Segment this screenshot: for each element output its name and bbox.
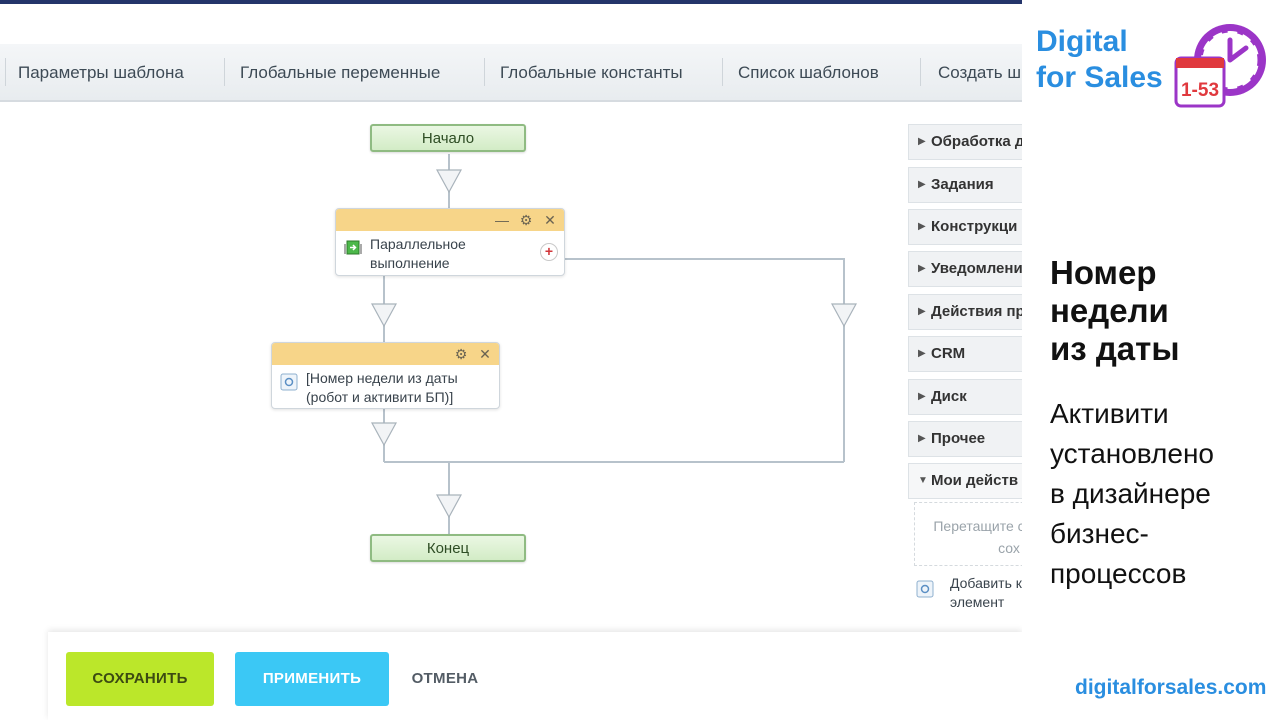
flow-connectors [370,154,858,534]
palette-group-constructions[interactable]: ▶Конструкци [908,209,1022,245]
palette-group-notifications[interactable]: ▶Уведомлени [908,251,1022,287]
parallel-icon [344,240,362,255]
promo-title: Номер недели из даты [1050,254,1180,367]
tab-template-list[interactable]: Список шаблонов [738,63,879,82]
block-header: ⚙ ✕ [272,343,499,365]
calendar-clock-logo-icon: 1-53 [1174,24,1266,108]
website-link[interactable]: digitalforsales.com [1075,676,1267,699]
caret-right-icon: ▶ [918,221,926,232]
caret-right-icon: ▶ [918,306,926,317]
palette-group-disk[interactable]: ▶Диск [908,379,1022,415]
tab-separator [224,58,225,86]
close-icon[interactable]: ✕ [544,212,556,228]
tab-global-variables[interactable]: Глобальные переменные [240,63,441,82]
block-header: — ⚙ ✕ [336,209,564,231]
designer-canvas[interactable]: Начало — ⚙ ✕ Параллельное выполнение + ⚙ [0,102,906,632]
arrow-down-icon [830,303,858,328]
tab-separator [722,58,723,86]
block-title-line: [Номер недели из даты [306,370,458,386]
block-title-line: выполнение [370,255,450,271]
tab-global-constants[interactable]: Глобальные константы [500,63,683,82]
promo-description: Активити установлено в дизайнере бизнес-… [1050,398,1214,589]
promo-panel: Digital for Sales 1-53 Номер недели из д… [1022,0,1280,720]
caret-right-icon: ▶ [918,348,926,359]
activity-palette: ▶Обработка д ▶Задания ▶Конструкци ▶Уведо… [908,122,1022,632]
gear-icon[interactable]: ⚙ [454,346,468,362]
arrow-down-icon [435,169,463,194]
week-number-activity-block[interactable]: ⚙ ✕ [Номер недели из даты (робот и актив… [271,342,500,409]
apply-button[interactable]: ПРИМЕНИТЬ [235,652,389,706]
add-element-label: Добавить к [950,575,1022,591]
block-title-line: Параллельное [370,236,466,252]
svg-text:1-53: 1-53 [1181,80,1219,101]
caret-down-icon: ▼ [918,475,928,486]
top-strip [0,0,1022,4]
gear-icon[interactable]: ⚙ [519,212,533,228]
cancel-button[interactable]: ОТМЕНА [411,670,479,687]
tab-separator [5,58,6,86]
add-element-item[interactable]: Добавить к элемент [916,574,1022,612]
block-title-line: (робот и активити БП)] [306,389,454,405]
palette-group-other[interactable]: ▶Прочее [908,421,1022,457]
caret-right-icon: ▶ [918,136,926,147]
arrow-down-icon [370,303,398,328]
bottom-action-bar: СОХРАНИТЬ ПРИМЕНИТЬ ОТМЕНА [48,632,1022,720]
palette-group-processing[interactable]: ▶Обработка д [908,124,1022,160]
add-branch-button[interactable]: + [540,243,558,261]
end-node[interactable]: Конец [370,534,526,562]
add-element-label: элемент [950,594,1005,610]
caret-right-icon: ▶ [918,391,926,402]
tab-create[interactable]: Создать ш [938,63,1021,82]
palette-group-actions[interactable]: ▶Действия пр [908,294,1022,330]
palette-group-tasks[interactable]: ▶Задания [908,167,1022,203]
parallel-execution-block[interactable]: — ⚙ ✕ Параллельное выполнение + [335,208,565,276]
palette-group-my-actions[interactable]: ▼Мои действ [908,463,1022,499]
caret-right-icon: ▶ [918,433,926,444]
drop-hint-line: Перетащите с [933,518,1022,534]
palette-group-crm[interactable]: ▶CRM [908,336,1022,372]
minimize-icon[interactable]: — [495,212,509,228]
drop-zone[interactable]: Перетащите с сох [914,502,1022,566]
caret-right-icon: ▶ [918,179,926,190]
tab-template-params[interactable]: Параметры шаблона [18,63,184,82]
tab-separator [920,58,921,86]
brand-logo-text: Digital for Sales [1036,25,1163,94]
activity-icon [280,373,298,391]
caret-right-icon: ▶ [918,263,926,274]
start-node[interactable]: Начало [370,124,526,152]
activity-icon [916,580,934,598]
arrow-down-icon [435,494,463,519]
save-button[interactable]: СОХРАНИТЬ [66,652,214,706]
drop-hint-line: сох [998,540,1020,556]
arrow-down-icon [370,422,398,447]
designer-tab-bar: Параметры шаблона Глобальные переменные … [0,44,1022,102]
close-icon[interactable]: ✕ [479,346,491,362]
tab-separator [484,58,485,86]
